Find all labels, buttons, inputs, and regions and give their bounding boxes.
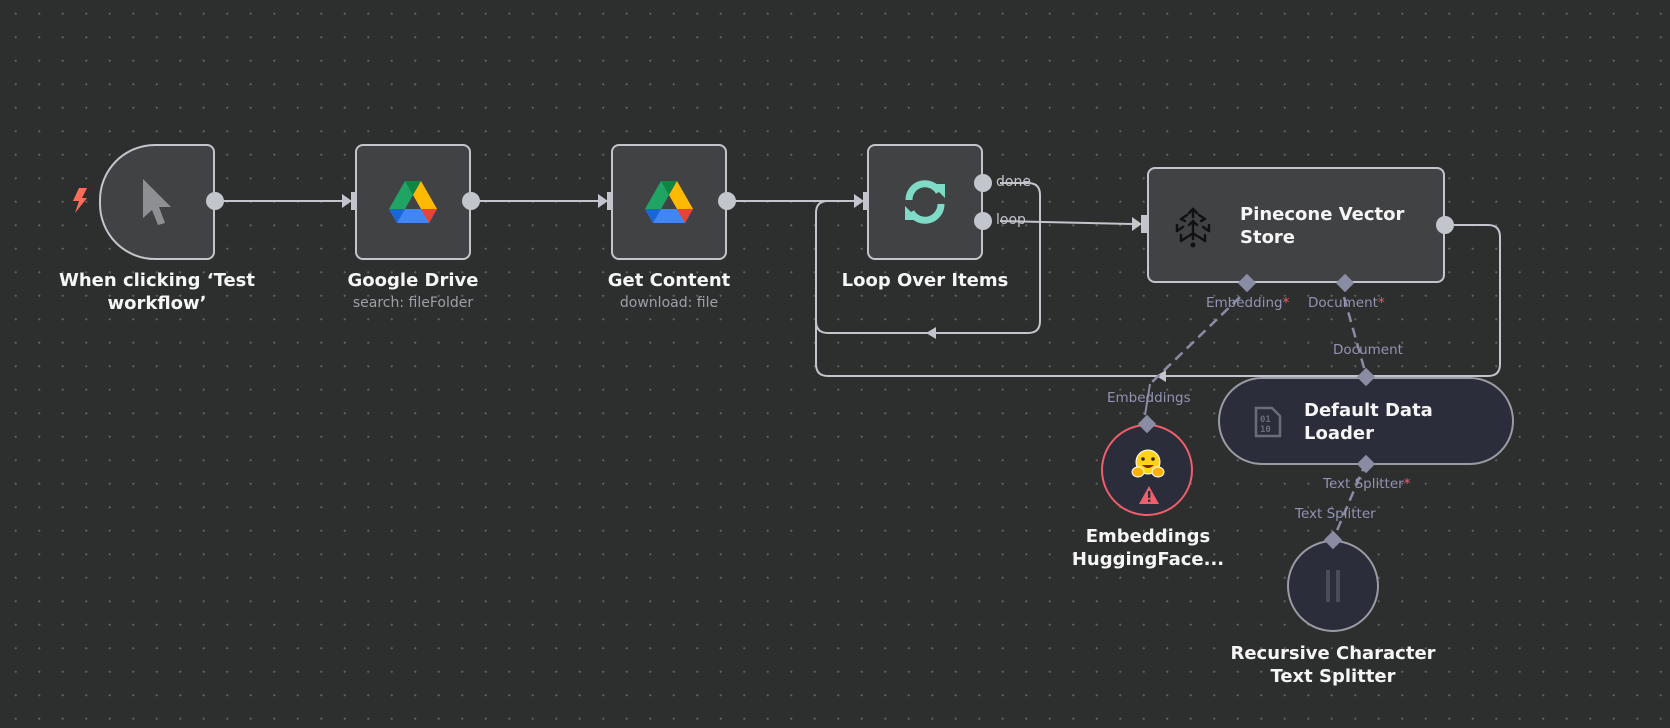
pinecone-document-label: Document* [1308,295,1385,311]
pinecone-output-handle[interactable] [1436,216,1454,234]
loop-done-label: done [996,174,1031,190]
embeddings-title: Embeddings HuggingFace... [1071,526,1225,570]
loader-title-line1: Default Data [1304,400,1433,421]
content-subtitle: download: file [619,295,719,311]
content-title: Get Content [607,270,731,291]
drive-output-handle[interactable] [462,192,480,210]
drive-subtitle: search: fileFolder [352,295,474,311]
svg-text:01: 01 [1260,415,1271,425]
splitter-icon [1326,570,1340,602]
trigger-title: When clicking ‘Test workflow’ [59,270,255,314]
splitter-output-label: Text Splitter [1295,506,1376,522]
content-output-handle[interactable] [718,192,736,210]
pinecone-embedding-label: Embedding* [1206,295,1290,311]
edge-arrow [926,327,936,339]
binary-file-icon: 01 10 [1254,406,1282,438]
svg-text:10: 10 [1260,425,1271,435]
google-drive-icon [389,181,437,223]
drive-title: Google Drive [347,270,479,291]
cursor-icon [143,179,171,225]
lightning-bolt-icon [71,186,89,218]
warning-icon [1138,485,1160,509]
refresh-icon [905,180,945,224]
pinecone-title-line1: Pinecone Vector [1240,204,1405,225]
loop-done-handle[interactable] [974,174,992,192]
trigger-output-handle[interactable] [206,192,224,210]
embeddings-output-label: Embeddings [1107,390,1191,406]
loader-output-label: Document [1333,342,1403,358]
node-manual-trigger[interactable] [99,144,215,260]
pinecone-icon [1175,207,1211,248]
node-recursive-text-splitter[interactable] [1287,540,1379,632]
loader-title-line2: Loader [1304,423,1374,444]
node-loop-over-items[interactable] [867,144,983,260]
pinecone-title-line2: Store [1240,227,1296,248]
hugging-face-icon [1131,448,1165,482]
splitter-title: Recursive Character Text Splitter [1230,643,1436,687]
node-default-data-loader[interactable]: 01 10 Default Data Loader [1218,377,1514,465]
edge-arrow [1156,370,1166,382]
node-get-content[interactable] [611,144,727,260]
loop-loop-handle[interactable] [974,212,992,230]
node-pinecone-vector-store[interactable]: Pinecone Vector Store [1147,167,1445,283]
edge-textsplitter-dashed [1331,461,1368,541]
google-drive-icon [645,181,693,223]
loop-loop-label: loop [996,212,1026,228]
node-embeddings-huggingface[interactable] [1101,424,1193,516]
node-google-drive[interactable] [355,144,471,260]
loader-textsplitter-label: Text Splitter* [1323,476,1411,492]
pinecone-input-handle[interactable] [1141,215,1149,233]
loop-title: Loop Over Items [841,270,1009,291]
